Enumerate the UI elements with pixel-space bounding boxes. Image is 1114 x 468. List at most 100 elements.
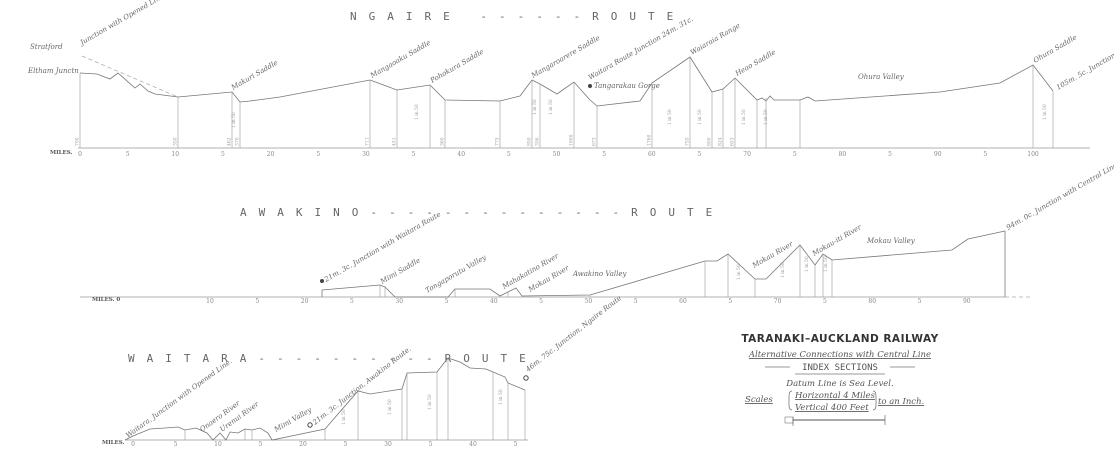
waitara-route-section: WAITARA----------ROUTE 1 in 50 1 in 50 1 i… (102, 294, 623, 448)
elevation-label: 462 (227, 137, 233, 146)
datum-note: Datum Line is Sea Level. (785, 379, 893, 389)
waitara-profile (124, 357, 526, 441)
elevation-label: 673 (592, 137, 598, 146)
elevation-label: 653 (730, 137, 736, 146)
railway-title: TARANAKI–AUCKLAND RAILWAY (741, 333, 938, 345)
elevation-label: 1900 (569, 134, 575, 146)
junction-marker-icon (523, 375, 529, 381)
scale-brackets (788, 390, 877, 411)
ngaire-miles-label: MILES. (50, 150, 72, 156)
mile-tick-label: 5 (539, 298, 543, 305)
mile-tick-label: 5 (507, 151, 511, 158)
gradient-label: 1 in 50 (697, 109, 703, 125)
awakino-miles-label: MILES. 0 (92, 297, 120, 303)
mile-tick-label: 100 (1027, 151, 1039, 158)
elevation-label: 775 (495, 137, 501, 146)
elevation-label: 370 (235, 137, 241, 146)
label-waitara-route-junction: Waitara Route Junction 24m. 31c. (587, 15, 695, 82)
mile-tick-label: 10 (206, 298, 214, 305)
mile-tick-label: 30 (384, 441, 392, 448)
mile-tick-label: 5 (126, 151, 130, 158)
mile-tick-label: 50 (585, 298, 593, 305)
ngaire-route-title: NGAIRE ------ROUTE (350, 10, 685, 23)
mile-tick-label: 70 (774, 298, 782, 305)
title-block: TARANAKI–AUCKLAND RAILWAY Alternative Co… (741, 333, 938, 426)
junction-marker-icon (588, 84, 592, 88)
mile-tick-label: 5 (412, 151, 416, 158)
mile-tick-label: 60 (648, 151, 656, 158)
elevation-label: 824 (718, 137, 724, 146)
gradient-label: 1 in 50 (741, 109, 747, 125)
awakino-profile (321, 230, 1006, 298)
waitara-route-title: WAITARA----------ROUTE (128, 352, 538, 365)
label-ohura-saddle: Ohura Saddle (1032, 33, 1078, 64)
elevation-label: 700 (75, 137, 81, 146)
mile-tick-label: 5 (888, 151, 892, 158)
gradient-label: 1 in 50 (763, 109, 769, 125)
mile-tick-label: 80 (868, 298, 876, 305)
gradient-label: 1 in 50 (736, 264, 742, 280)
ngaire-profile (79, 56, 1054, 107)
label-waiaraia-range: Waiaraia Range (689, 22, 742, 57)
gradient-label: 1 in 50 (823, 256, 829, 272)
mile-tick-label: 0 (131, 441, 135, 448)
mile-tick-label: 10 (171, 151, 179, 158)
elevation-label: 451 (392, 137, 398, 146)
horizontal-scale: Horizontal 4 Miles (794, 391, 876, 401)
label-junction-opened-line: Junction with Opened Line. (77, 0, 167, 48)
mile-tick-label: 5 (793, 151, 797, 158)
label-awakino-waitara-junction: 21m. 3c. Junction with Waitara Route (322, 210, 442, 284)
scale-bar (784, 415, 886, 426)
mile-tick-label: 70 (743, 151, 751, 158)
elevation-label: 350 (173, 137, 179, 146)
opened-line-connection (81, 55, 179, 98)
elevation-label: 711 (365, 137, 371, 146)
label-mokau-river-2: Mokau River (750, 240, 795, 270)
elevation-label: 360 (440, 137, 446, 146)
elevation-label: 850 (527, 137, 533, 146)
gradient-label: 1 in 50 (780, 262, 786, 278)
gradient-label: 1 in 50 (387, 399, 393, 415)
mile-tick-label: 5 (445, 298, 449, 305)
mile-tick-label: 20 (299, 441, 307, 448)
label-pohokura-saddle: Pohokura Saddle (428, 48, 485, 86)
mile-tick-label: 5 (823, 298, 827, 305)
label-mimi-valley: Mimi Valley (272, 405, 314, 434)
mile-tick-label: 10 (214, 441, 222, 448)
mile-tick-label: 90 (934, 151, 942, 158)
junction-marker-icon (320, 279, 324, 283)
elevation-label: 800 (707, 137, 713, 146)
label-awakino-valley: Awakino Valley (572, 270, 628, 278)
gradient-label: 1 in 50 (341, 409, 347, 425)
mile-tick-label: 5 (344, 441, 348, 448)
label-awakino-central-junction: 94m. 0c. Junction with Central Line. (1005, 160, 1114, 231)
label-mangaoaku-saddle: Mangaoaku Saddle (368, 39, 432, 81)
mile-tick-label: 5 (255, 298, 259, 305)
mile-tick-label: 5 (316, 151, 320, 158)
mile-tick-label: 0 (78, 151, 82, 158)
to-an-inch-label: to an Inch. (878, 397, 924, 407)
mile-tick-label: 50 (553, 151, 561, 158)
mile-tick-label: 60 (679, 298, 687, 305)
label-eltham-junction: Eltham Junctn (27, 67, 79, 75)
mile-tick-label: 20 (301, 298, 309, 305)
label-tangarakau-gorge: Tangarakau Gorge (594, 82, 660, 90)
gradient-label: 1 in 50 (427, 394, 433, 410)
label-ohura-valley: Ohura Valley (858, 73, 905, 81)
awakino-route-title: AWAKINO--------------ROUTE (240, 206, 724, 219)
gradient-label: 1 in 50 (667, 109, 673, 125)
label-mokau-iti-river: Mokau-iti River (810, 223, 863, 258)
label-tongaporutu-valley: Tongaporutu Valley (424, 253, 488, 295)
railway-subtitle: Alternative Connections with Central Lin… (748, 350, 931, 360)
mile-tick-label: 40 (469, 441, 477, 448)
mile-tick-label: 5 (728, 298, 732, 305)
gradient-label: 1 in 50 (231, 112, 237, 128)
label-makuri-saddle: Makuri Saddle (229, 59, 279, 93)
mile-tick-label: 20 (267, 151, 275, 158)
label-central-line-junction: 105m. 5c. Junction with Central Line. (1055, 18, 1114, 92)
